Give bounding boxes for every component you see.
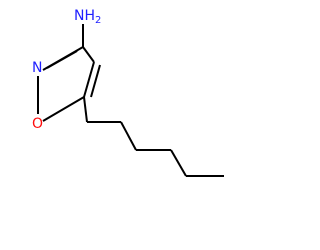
ring-oxygen-label: O xyxy=(32,116,43,132)
bond-c3-n2-second xyxy=(46,50,78,69)
bond-o1-c5 xyxy=(42,96,85,122)
amine-nitrogen-symbol: N xyxy=(74,8,84,24)
bond-c5-c4-second xyxy=(90,64,101,98)
bond-c4-c3 xyxy=(82,46,95,63)
amine-hydrogen-count: 2 xyxy=(95,15,101,26)
bond-chain-3 xyxy=(120,121,137,151)
ring-nitrogen-label: N xyxy=(32,60,42,76)
amine-hydrogen-symbol: H xyxy=(84,8,95,24)
bond-chain-1 xyxy=(83,96,88,123)
structural-formula: NH2 N O xyxy=(32,8,224,177)
amine-label: NH2 xyxy=(74,8,101,26)
bond-c5-c4 xyxy=(83,61,95,98)
bond-chain-5 xyxy=(170,149,187,177)
